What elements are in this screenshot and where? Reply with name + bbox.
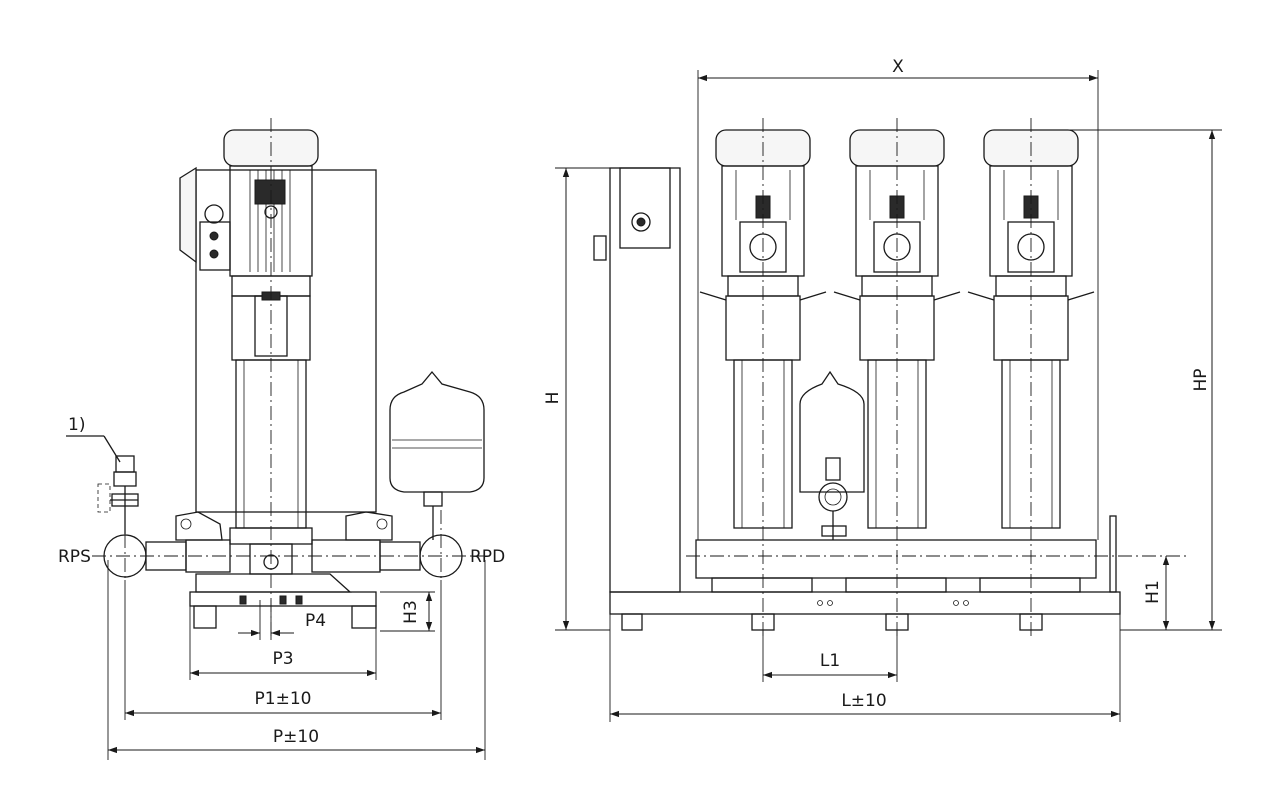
cabinet-door-edge: [179, 166, 197, 264]
p-label: P±10: [273, 727, 319, 747]
rps-label: RPS: [58, 547, 91, 567]
hp-label: HP: [1191, 368, 1211, 391]
front-view: [555, 70, 1222, 722]
p1-label: P1±10: [255, 689, 312, 709]
manometer: [818, 457, 848, 540]
x-label: X: [892, 57, 904, 77]
expansion-vessel: [389, 370, 485, 540]
l-label: L±10: [841, 691, 886, 711]
rpd-label: RPD: [470, 547, 505, 567]
base-frame-front: [609, 591, 1121, 615]
pressure-switch-accessory: [97, 455, 139, 534]
l1-label: L1: [820, 651, 840, 671]
control-cabinet-side: [195, 169, 377, 513]
h1-label: H1: [1143, 580, 1163, 604]
h-label: H: [543, 392, 563, 405]
side-view: [66, 118, 490, 760]
p3-label: P3: [272, 649, 293, 669]
motor-side: [199, 129, 319, 277]
discharge-manifold: [311, 511, 463, 578]
suction-manifold: [103, 511, 231, 578]
vessel-front: [799, 370, 865, 493]
dimension-labels: 1) RPS RPD H3 P4 P3 P1±10 P±10 X H HP H1…: [58, 57, 1211, 747]
manifold-front: [695, 539, 1097, 579]
h3-label: H3: [401, 600, 421, 624]
note-label: 1): [68, 415, 85, 435]
p4-label: P4: [305, 611, 326, 631]
